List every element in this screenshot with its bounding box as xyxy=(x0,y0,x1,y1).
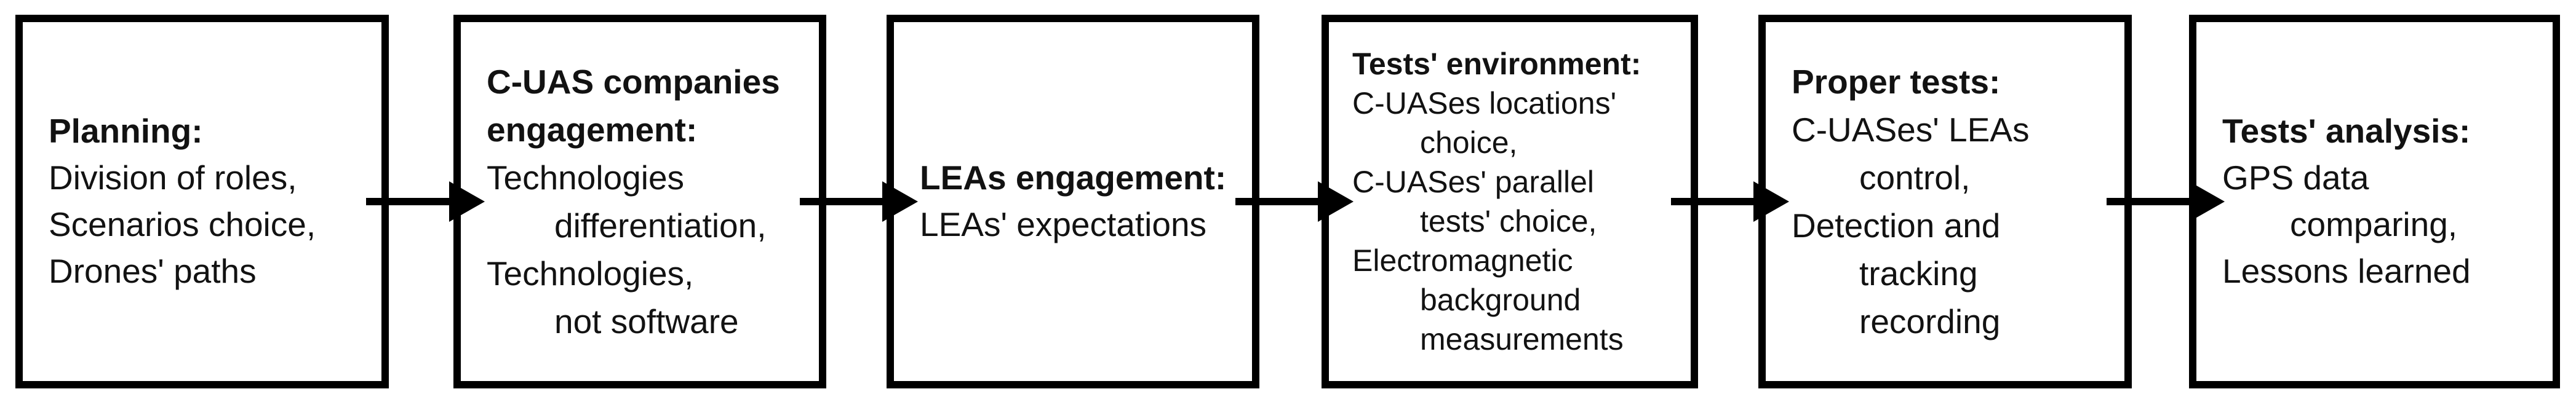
arrow-line xyxy=(2107,198,2200,205)
box-title: Tests' environment: xyxy=(1352,47,1641,81)
box-line: Technologies xyxy=(487,158,685,197)
box-line: C-UASes locations' xyxy=(1352,86,1617,120)
flow-box-proper-tests: Proper tests: C-UASes' LEAs control, Det… xyxy=(1758,15,2132,388)
box-title: engagement: xyxy=(487,110,698,149)
arrow-head-icon xyxy=(882,181,918,222)
box-title: LEAs engagement: xyxy=(920,159,1227,197)
flow-arrow-4 xyxy=(1671,181,1789,222)
box-line: Technologies, xyxy=(487,254,694,293)
flow-arrow-1 xyxy=(366,181,485,222)
arrow-line xyxy=(1671,198,1765,205)
flow-box-c-uas-companies-engagement: C-UAS companies engagement: Technologies… xyxy=(453,15,826,388)
flow-arrow-5 xyxy=(2107,181,2225,222)
arrow-line xyxy=(366,198,460,205)
box-line: tests' choice, xyxy=(1420,204,1597,238)
box-line: differentiation, xyxy=(554,206,767,245)
box-line: C-UASes' LEAs xyxy=(1792,110,2030,149)
box-line: LEAs' expectations xyxy=(920,205,1207,243)
box-line: Division of roles, xyxy=(49,159,297,197)
box-line: comparing, xyxy=(2290,205,2458,243)
box-line: Electromagnetic xyxy=(1352,243,1573,278)
box-line: background xyxy=(1420,283,1581,317)
box-line: recording xyxy=(1859,302,2001,341)
box-line: GPS data xyxy=(2222,159,2369,197)
box-title: Tests' analysis: xyxy=(2222,112,2471,151)
flow-box-planning: Planning: Division of roles, Scenarios c… xyxy=(15,15,389,388)
flow-arrow-3 xyxy=(1235,181,1354,222)
box-line: control, xyxy=(1859,158,1971,197)
box-title: Proper tests: xyxy=(1792,62,2001,101)
arrow-head-icon xyxy=(1753,181,1789,222)
box-line: Detection and xyxy=(1792,206,2001,245)
flow-box-tests-environment: Tests' environment: C-UASes locations' c… xyxy=(1322,15,1698,388)
flow-box-leas-engagement: LEAs engagement: LEAs' expectations xyxy=(887,15,1259,388)
arrow-head-icon xyxy=(449,181,485,222)
box-title: Planning: xyxy=(49,112,203,151)
box-line: Drones' paths xyxy=(49,251,257,290)
arrow-head-icon xyxy=(1318,181,1354,222)
box-line: not software xyxy=(554,302,739,341)
box-line: C-UASes' parallel xyxy=(1352,165,1595,199)
arrow-head-icon xyxy=(2189,181,2225,222)
box-line: Lessons learned xyxy=(2222,251,2471,290)
box-line: Scenarios choice, xyxy=(49,205,316,243)
arrow-line xyxy=(1235,198,1329,205)
box-line: measurements xyxy=(1420,322,1624,356)
box-line: choice, xyxy=(1420,125,1518,160)
arrow-line xyxy=(800,198,893,205)
flow-arrow-2 xyxy=(800,181,918,222)
flow-box-tests-analysis: Tests' analysis: GPS data comparing, Les… xyxy=(2189,15,2560,388)
box-title: C-UAS companies xyxy=(487,62,780,101)
box-line: tracking xyxy=(1859,254,1978,293)
